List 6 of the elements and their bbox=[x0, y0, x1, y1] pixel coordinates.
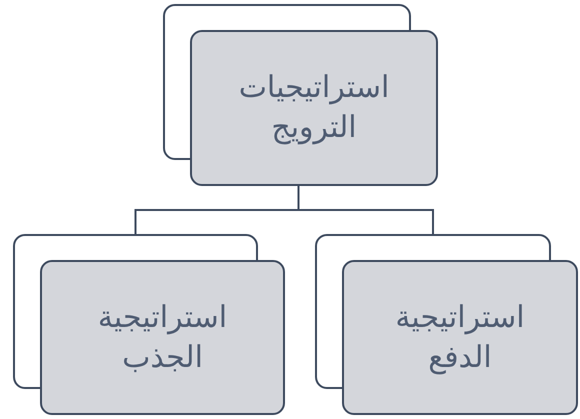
process-box bbox=[190, 30, 438, 186]
box-label: استراتيجية الدفع bbox=[394, 298, 526, 376]
box-label: استراتيجيات الترويج bbox=[238, 69, 390, 147]
process-box bbox=[342, 260, 578, 415]
process-box bbox=[40, 260, 285, 415]
box-label: استراتيجية الجذب bbox=[96, 298, 228, 376]
